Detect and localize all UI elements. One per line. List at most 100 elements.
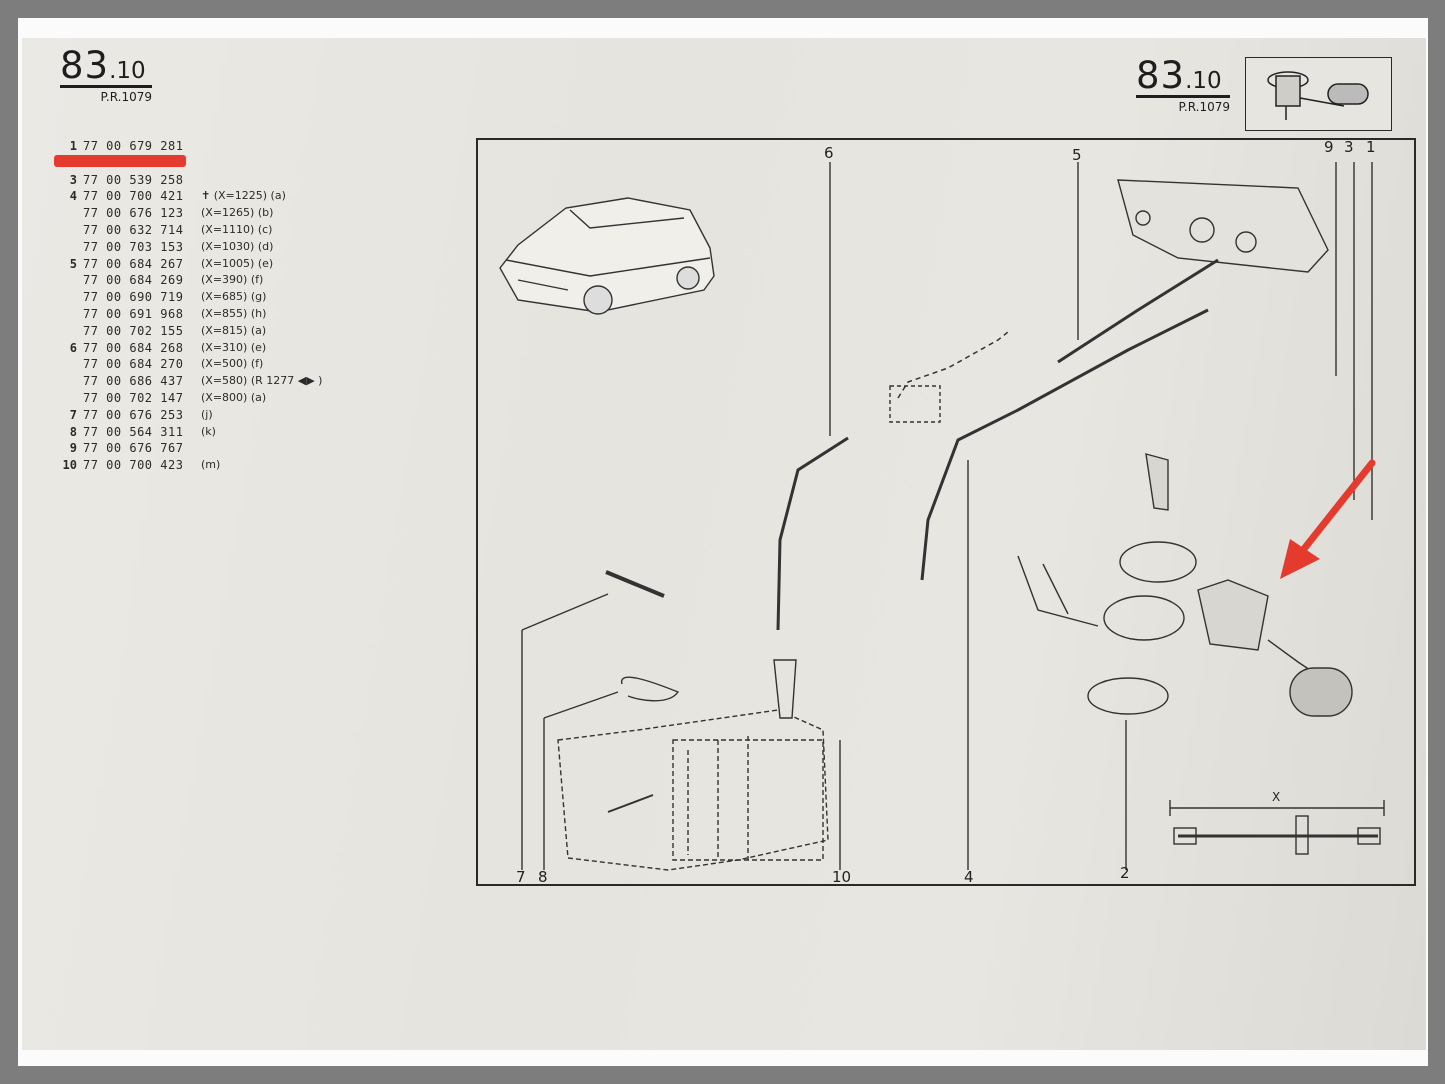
callout-5: 5 [1072,146,1082,164]
dimension-label: X [1272,790,1281,804]
section-thumbnail [1245,57,1392,131]
parts-idx [55,323,83,340]
section-subnumber: .10 [1185,68,1222,94]
parts-ref: 77 00 684 268 [83,340,184,355]
parts-note [195,138,201,155]
parts-ref: 77 00 686 437 [83,374,184,389]
parts-note: (X=855) (h) [201,306,267,320]
callout-9: 9 [1324,138,1334,156]
parts-note: (X=685) (g) [201,290,267,304]
parts-note [195,172,201,189]
callout-6: 6 [824,144,834,162]
parts-list-row: 77 00 691 968 (X=855) (h) [55,306,322,323]
parts-note [195,440,201,457]
parts-idx: 10 [62,458,77,473]
callout-2: 2 [1120,864,1130,882]
parts-list-row: 6 77 00 684 268 (X=310) (e) [55,340,322,357]
parts-note [195,155,201,172]
cable-dimension-icon [1169,800,1385,855]
parts-list-row: 77 00 684 270 (X=500) (f) [55,356,322,373]
parts-list-row: 77 00 703 153(X=1030) (d) [55,239,322,256]
gearbox-illustration-icon [557,709,829,871]
parts-ref: 77 00 691 968 [83,306,184,321]
parts-ref: 77 00 539 258 [83,172,184,187]
page-header-left: 83.10 P.R.1079 [60,44,152,104]
callout-10: 10 [832,868,852,886]
parts-note: (j) [201,407,213,421]
parts-idx: 5 [69,256,77,271]
arrow-pointer-icon [1280,459,1376,579]
parts-ref: 77 00 676 253 [83,407,184,422]
parts-note: (X=815) (a) [201,323,267,337]
exploded-diagram: 6 5 9 3 1 7 8 10 4 2 X [476,138,1416,886]
header-rule [60,85,152,88]
parts-ref: 77 00 690 719 [83,290,184,305]
parts-note: (k) [201,424,216,438]
parts-list-row: 77 00 684 269 (X=390) (f) [55,272,322,289]
callout-7: 7 [516,868,526,886]
parts-ref: 77 00 684 267 [83,256,184,271]
parts-list-row: 10 77 00 700 423 (m) [55,457,322,474]
parts-idx [55,289,83,306]
parts-ref: 77 00 684 269 [83,273,184,288]
parts-ref: 77 00 679 281 [83,139,184,153]
callout-8: 8 [538,868,548,886]
parts-note: (X=1265) (b) [201,206,274,220]
parts-list-row: 77 00 702 155 (X=815) (a) [55,323,322,340]
redaction-mark [54,155,186,167]
parts-ref: 77 00 702 155 [83,323,184,338]
diagram-canvas [499,162,1385,871]
page-header-right: 83.10 P.R.1079 [1136,54,1230,114]
header-rule [1136,95,1230,98]
parts-list-row: 77 00 702 147 (X=800) (a) [55,390,322,407]
instrument-cluster-icon [1117,179,1329,273]
parts-ref: 77 00 676 123 [83,206,184,221]
parts-idx: 9 [69,441,77,456]
parts-list-row: 1 77 00 679 281 [55,138,322,155]
parts-ref: 77 00 700 423 [83,458,184,473]
parts-ref: 77 00 564 311 [83,424,184,439]
parts-note: ✝ (X=1225) (a) [201,189,286,203]
parts-list-row: 77 00 690 719 (X=685) (g) [55,289,322,306]
parts-list-row: 3 77 00 539 258 [55,172,322,189]
parts-idx [55,272,83,289]
car-illustration-icon [499,197,715,315]
callout-1: 1 [1366,138,1376,156]
parts-idx [55,373,83,390]
speedometer-cable-icon [776,258,1219,631]
parts-note: (X=310) (e) [201,340,267,354]
parts-list-row: 77 00 676 123 (X=1265) (b) [55,205,322,222]
parts-idx: 1 [69,139,77,153]
parts-idx [55,222,83,239]
callout-4: 4 [964,868,974,886]
parts-list-row: 77 00 686 437(X=580) (R 1277 ◀▶ ) [55,373,322,390]
fuel-gauge-sender-icon [1017,541,1353,717]
reference-code: P.R.1079 [1178,100,1230,114]
parts-note: (X=500) (f) [201,357,264,371]
parts-note: (X=1030) (d) [201,239,274,253]
reference-code: P.R.1079 [100,90,152,104]
callout-3: 3 [1344,138,1354,156]
section-subnumber: .10 [109,58,146,84]
fuel-sender-thumbnail-icon [1267,71,1369,120]
parts-idx [55,306,83,323]
parts-note: (X=1110) (c) [201,222,273,236]
parts-idx [55,239,83,256]
parts-note: (m) [201,458,221,472]
parts-idx [55,356,83,373]
parts-idx: 6 [69,340,77,355]
parts-ref: 77 00 676 767 [83,441,184,456]
parts-list-row: 9 77 00 676 767 [55,440,322,457]
parts-idx: 3 [69,172,77,187]
parts-note: (X=800) (a) [201,390,267,404]
parts-list-row: 77 00 632 714 (X=1110) (c) [55,222,322,239]
parts-ref: 77 00 632 714 [83,222,184,237]
parts-note: (X=390) (f) [201,273,264,287]
parts-ref: 77 00 684 270 [83,357,184,372]
parts-ref: 77 00 702 147 [83,390,184,405]
